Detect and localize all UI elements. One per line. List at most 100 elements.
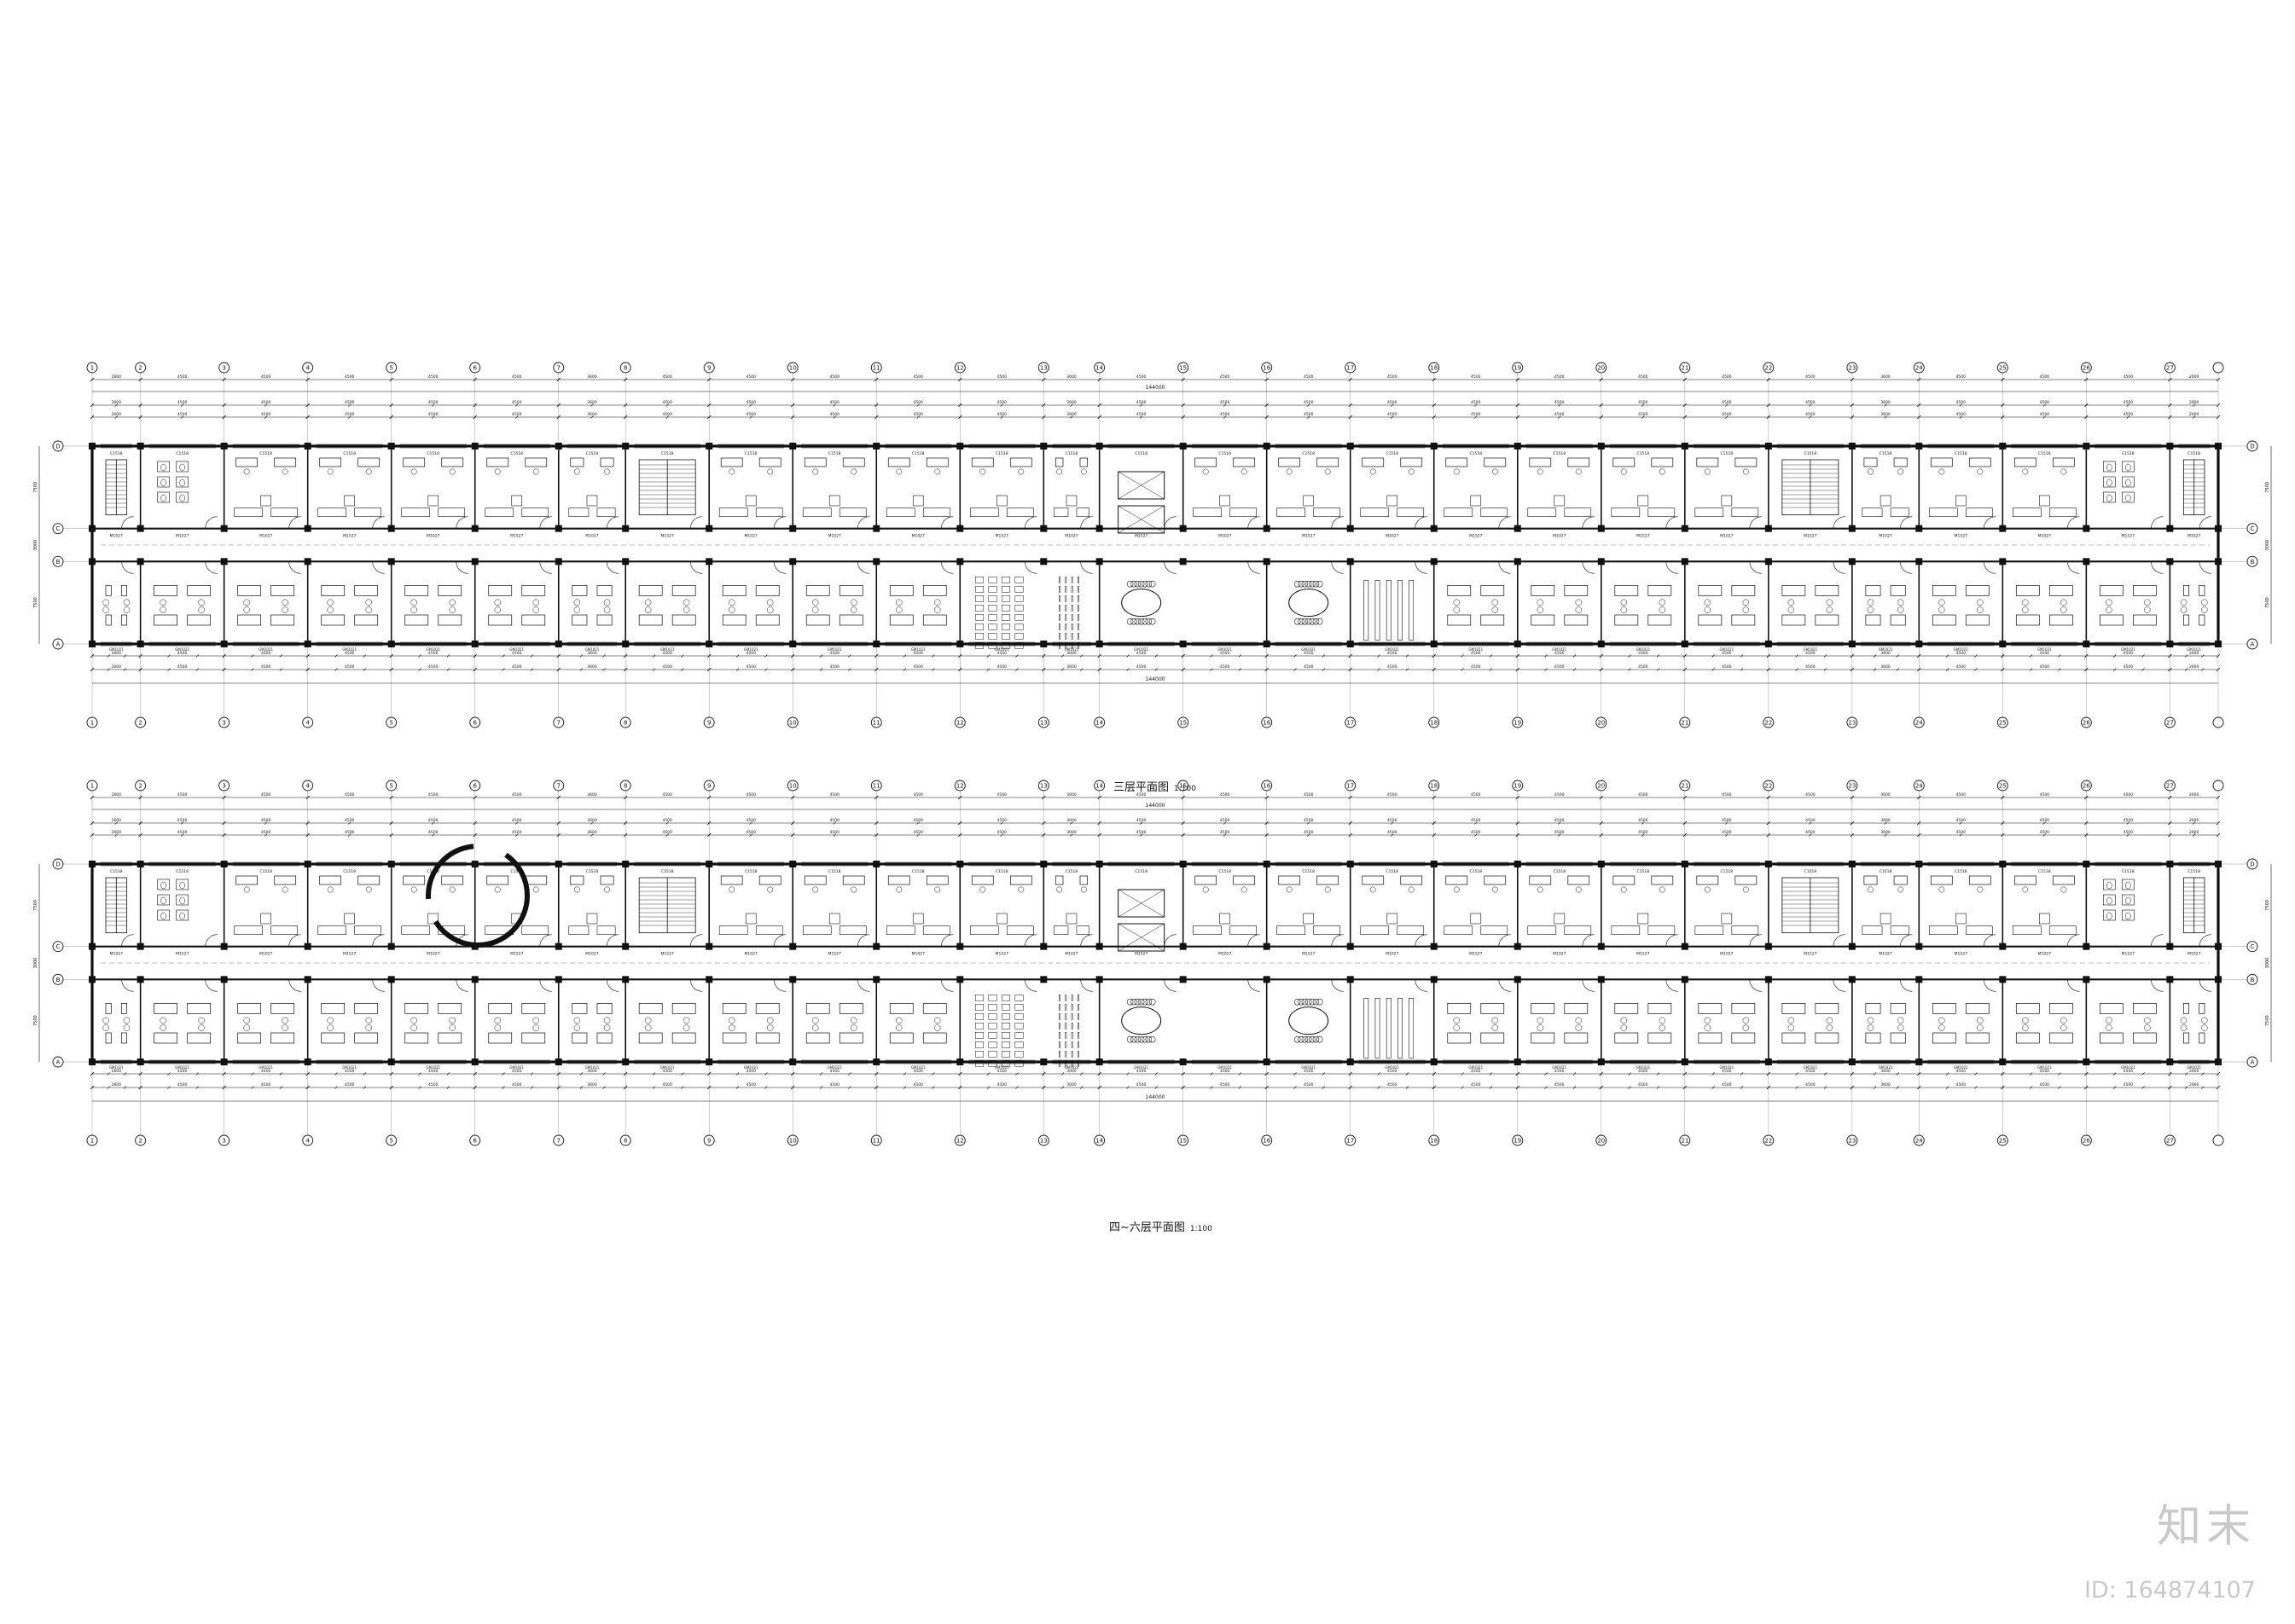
dimension-tick <box>2042 403 2047 407</box>
axis-label: 18 <box>1430 365 1438 372</box>
door-swing <box>1331 516 1344 529</box>
revision-cloud-mark <box>426 844 530 948</box>
dimension-tick <box>735 654 740 658</box>
dimension-tick <box>986 668 991 671</box>
dimension-text: 4500 <box>746 818 756 823</box>
dimension-tick <box>1851 378 1854 381</box>
dimension-tick <box>2001 668 2005 671</box>
window-tag: GM1021 <box>995 1065 1009 1070</box>
dimension-tick <box>1974 1086 1978 1089</box>
cabinet <box>1470 913 1482 925</box>
dimension-tick <box>1070 833 1073 837</box>
desk <box>1815 584 1839 596</box>
chair <box>1826 1017 1833 1024</box>
chair <box>1742 1017 1750 1024</box>
sofa <box>718 925 748 935</box>
desk <box>105 614 112 626</box>
dimension-tick <box>389 654 393 658</box>
classroom-desk <box>1002 1004 1011 1011</box>
dimension-text: 3600 <box>1880 664 1891 670</box>
dimension-text: 4500 <box>261 374 271 380</box>
dimension-tick <box>1264 796 1269 799</box>
dimension-tick <box>1015 654 1019 658</box>
desk <box>2183 614 2190 626</box>
dimension-tick <box>389 668 393 671</box>
dimension-tick <box>264 415 268 419</box>
window-tag: C1518 <box>1302 451 1315 456</box>
window-tag: GM1021 <box>1385 647 1399 652</box>
total-dimension: 144000 <box>1146 385 1165 391</box>
door-swing <box>372 516 385 529</box>
sofa <box>401 925 431 935</box>
chair <box>1304 998 1312 1006</box>
desk <box>638 1032 663 1044</box>
door-swing <box>606 561 619 574</box>
dimension-tick <box>2084 1086 2089 1089</box>
window-tag: C1518 <box>1553 451 1566 456</box>
desk <box>1781 614 1806 626</box>
sofa <box>1966 508 1993 517</box>
axis-label: 19 <box>1514 365 1521 372</box>
door-swing <box>1582 934 1595 947</box>
dimension-tick <box>1181 796 1185 799</box>
chair <box>2022 1017 2029 1024</box>
chair <box>532 886 539 893</box>
axis-label: 2 <box>138 365 142 372</box>
dimension-tick <box>1097 833 1101 837</box>
dimension-tick <box>1917 796 1921 799</box>
door-swing <box>1498 934 1511 947</box>
dimension-tick <box>1060 654 1065 658</box>
row-axis-label: B <box>56 977 61 983</box>
dimension-tick <box>515 821 519 825</box>
chair <box>1742 606 1750 613</box>
dimension-tick <box>1917 378 1921 381</box>
desk <box>2099 1032 2124 1044</box>
door-swing <box>606 516 619 529</box>
desk <box>2199 1032 2205 1044</box>
axis-label: 26 <box>2083 365 2090 372</box>
desk <box>1614 1032 1639 1044</box>
dimension-text: 4500 <box>428 651 439 656</box>
dimension-text: 4500 <box>1638 374 1648 380</box>
dimension-tick <box>665 821 669 825</box>
window-tag: C1518 <box>176 451 189 456</box>
chair <box>1298 618 1304 625</box>
dimension-tick <box>389 833 393 837</box>
classroom-desk <box>988 1013 997 1020</box>
axis-label: 21 <box>1681 783 1688 790</box>
dimension-tick <box>874 378 878 381</box>
desk <box>1893 457 1908 467</box>
door-swing <box>1833 516 1845 529</box>
door-swing <box>1247 934 1260 947</box>
dimension-tick <box>1917 821 1921 825</box>
dimension-tick <box>180 415 184 419</box>
sofa <box>1928 925 1958 935</box>
desk <box>804 875 827 885</box>
axis-label: 21 <box>1681 720 1688 727</box>
door-swing <box>1899 979 1913 992</box>
dimension-tick <box>1945 1086 1949 1089</box>
window-tag: GM1021 <box>1065 647 1079 652</box>
dimension-tick <box>2029 668 2033 671</box>
dimension-text: 4500 <box>1638 664 1648 670</box>
door-swing <box>1415 516 1427 529</box>
chair <box>198 1017 205 1024</box>
axis-label: 13 <box>1040 365 1048 372</box>
classroom-desk <box>975 586 985 593</box>
chair <box>1142 1035 1148 1043</box>
desk <box>572 1032 588 1044</box>
chair <box>160 1024 166 1031</box>
chair <box>934 599 941 606</box>
chair <box>1130 1035 1137 1043</box>
dimension-tick <box>1851 668 1854 671</box>
dimension-tick <box>1377 654 1380 658</box>
window-tag: C1518 <box>1218 869 1231 874</box>
desk <box>1278 875 1301 885</box>
dimension-text: 3600 <box>587 400 597 405</box>
chair <box>850 1024 857 1031</box>
desk <box>1863 875 1878 885</box>
dimension-tick <box>624 668 627 671</box>
chair <box>2022 468 2029 475</box>
chair <box>644 599 652 606</box>
window-tag: GM1021 <box>2037 647 2052 652</box>
